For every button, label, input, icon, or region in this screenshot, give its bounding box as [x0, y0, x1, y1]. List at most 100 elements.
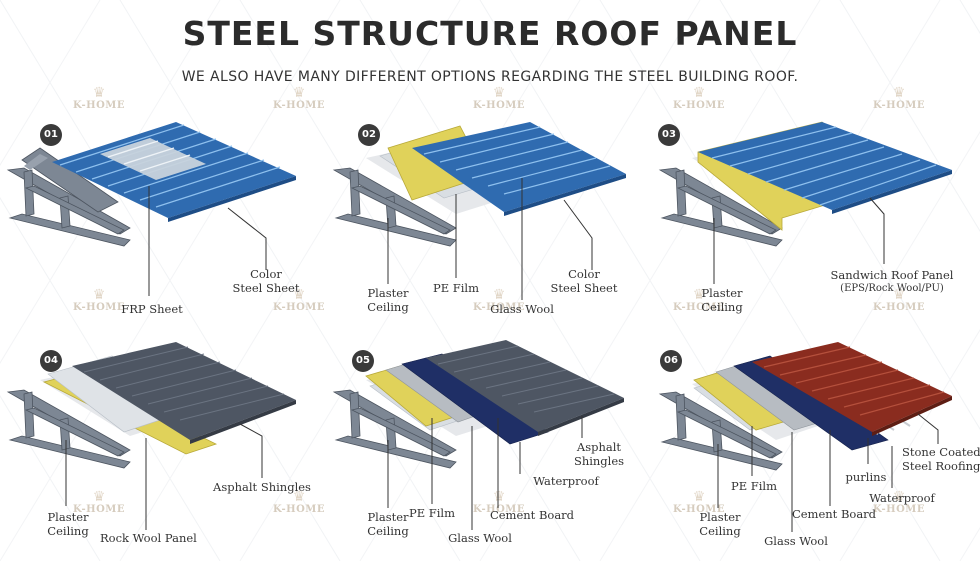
- label-asphalt-shingles: Asphalt Shingles: [213, 480, 311, 494]
- frp-sheet: [100, 138, 206, 180]
- crown-icon: ♛: [892, 287, 906, 303]
- crown-icon: ♛: [492, 287, 506, 303]
- steel-frame: [6, 389, 131, 469]
- color-steel-sheet: [412, 122, 626, 216]
- label-glass-wool: Glass Wool: [764, 534, 828, 548]
- label-sandwich-roof-panel: Sandwich Roof Panel(EPS/Rock Wool/PU): [830, 268, 954, 294]
- background-line: [0, 0, 221, 364]
- watermark-logo: ♛K-HOME: [664, 86, 734, 111]
- label-glass-wool: Glass Wool: [448, 531, 512, 545]
- watermark-logo: ♛K-HOME: [664, 490, 734, 515]
- label-pe-film: PE Film: [408, 506, 456, 520]
- asphalt-shingles: [72, 342, 296, 444]
- crown-icon: ♛: [492, 85, 506, 101]
- crown-icon: ♛: [292, 287, 306, 303]
- roof-illustration-03: [658, 121, 952, 284]
- asphalt-shingles: [426, 340, 624, 436]
- panel-number-badge: 04: [40, 350, 62, 372]
- sandwich-roof-panel: [698, 122, 952, 214]
- background-line: [599, 0, 941, 561]
- waterproof-layer: [733, 355, 889, 451]
- panel-number-badge: 01: [40, 124, 62, 146]
- watermark-logo: ♛K-HOME: [864, 86, 934, 111]
- label-cement-board: Cement Board: [791, 507, 877, 521]
- background-line: [0, 395, 101, 561]
- watermark-logo: ♛K-HOME: [864, 288, 934, 313]
- background-line: [359, 0, 701, 561]
- leader-line-sandwich: [869, 197, 885, 264]
- steel-frame: [332, 167, 457, 247]
- page-title: STEEL STRUCTURE ROOF PANEL: [182, 14, 798, 53]
- label-cement-board: Cement Board: [489, 508, 575, 522]
- watermark-logo: ♛K-HOME: [64, 490, 134, 515]
- stone-coated-steel-roofing: [752, 342, 952, 436]
- crown-icon: ♛: [92, 287, 106, 303]
- crown-icon: ♛: [92, 489, 106, 505]
- background-line: [0, 0, 101, 166]
- crown-icon: ♛: [292, 85, 306, 101]
- crown-icon: ♛: [692, 287, 706, 303]
- watermark-logo: ♛K-HOME: [264, 86, 334, 111]
- label-glass-wool: Glass Wool: [490, 302, 554, 316]
- label-waterproof: Waterproof: [533, 474, 599, 488]
- watermark-logo: ♛K-HOME: [264, 490, 334, 515]
- crown-icon: ♛: [492, 489, 506, 505]
- label-waterproof: Waterproof: [869, 491, 935, 505]
- watermark-logo: ♛K-HOME: [64, 288, 134, 313]
- background-line: [479, 0, 821, 561]
- crown-icon: ♛: [292, 489, 306, 505]
- label-purlins: purlins: [845, 470, 887, 484]
- steel-frame: [332, 389, 457, 469]
- watermark-logo: ♛K-HOME: [264, 288, 334, 313]
- background-line: [839, 0, 980, 232]
- leader-line-shingles: [239, 423, 263, 478]
- label-rock-wool-panel: Rock Wool Panel: [100, 531, 197, 545]
- leader-line-steel: [563, 199, 593, 270]
- watermark-logo: ♛K-HOME: [664, 288, 734, 313]
- roof-illustration-02: [332, 122, 626, 300]
- roof-illustration-06: [658, 342, 952, 532]
- frame-top-bar: [24, 154, 48, 170]
- roof-illustration-01: [6, 122, 296, 296]
- leader-line-stone-coated: [917, 413, 939, 444]
- watermark-logo: ♛K-HOME: [464, 288, 534, 313]
- panel-number-badge: 06: [660, 350, 682, 372]
- page-subtitle: WE ALSO HAVE MANY DIFFERENT OPTIONS REGA…: [181, 69, 799, 85]
- label-pe-film: PE Film: [730, 479, 778, 493]
- background-line: [119, 0, 461, 561]
- crown-icon: ♛: [692, 85, 706, 101]
- background-line: [0, 0, 341, 561]
- roof-illustration-05: [332, 340, 624, 530]
- crown-icon: ♛: [692, 489, 706, 505]
- crown-icon: ♛: [892, 85, 906, 101]
- watermark-logo: ♛K-HOME: [64, 86, 134, 111]
- label-frp-sheet: FRP Sheet: [121, 302, 183, 316]
- label-pe-film: PE Film: [432, 281, 480, 295]
- panel-number-badge: 02: [358, 124, 380, 146]
- leader-line-steel: [227, 207, 267, 270]
- crown-icon: ♛: [892, 489, 906, 505]
- steel-frame: [6, 147, 131, 247]
- crown-icon: ♛: [92, 85, 106, 101]
- background-line: [239, 0, 581, 561]
- watermark-logo: ♛K-HOME: [464, 490, 534, 515]
- roof-illustration-04: [6, 342, 296, 530]
- background-line: [839, 329, 980, 561]
- watermark-logo: ♛K-HOME: [464, 86, 534, 111]
- watermark-logo: ♛K-HOME: [864, 490, 934, 515]
- panel-number-badge: 05: [352, 350, 374, 372]
